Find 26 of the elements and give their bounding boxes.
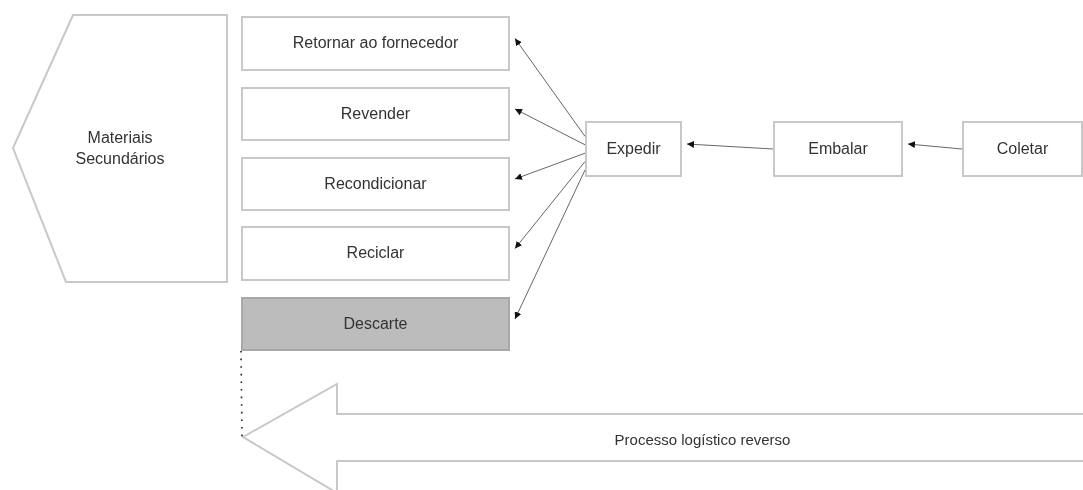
process-box: [241, 297, 510, 351]
node-label: Retornar ao fornecedor: [292, 33, 459, 54]
node-label: Coletar: [996, 138, 1049, 159]
node-label: Materiais Secundários: [74, 127, 166, 169]
node-label: Revender: [340, 103, 411, 124]
node-label: Expedir: [606, 138, 661, 159]
node-label: Embalar: [808, 138, 868, 159]
arrow: [907, 141, 963, 150]
arrow-label: Processo logístico reverso: [614, 429, 791, 450]
arrow: [514, 169, 586, 320]
node-label: Reciclar: [346, 243, 405, 264]
arrow: [514, 38, 586, 137]
process-box: [241, 16, 510, 71]
arrow: [514, 161, 586, 249]
process-box: [585, 121, 682, 177]
arrow: [514, 152, 586, 180]
process-box: [241, 87, 510, 141]
process-box: [773, 121, 903, 177]
dotted-line: [240, 350, 243, 438]
node-label: Descarte: [343, 313, 408, 334]
arrow: [514, 108, 586, 146]
process-box: [962, 121, 1083, 177]
process-box: [241, 226, 510, 281]
node-label: Recondicionar: [324, 173, 427, 194]
process-box: [241, 157, 510, 211]
arrow: [686, 140, 774, 150]
